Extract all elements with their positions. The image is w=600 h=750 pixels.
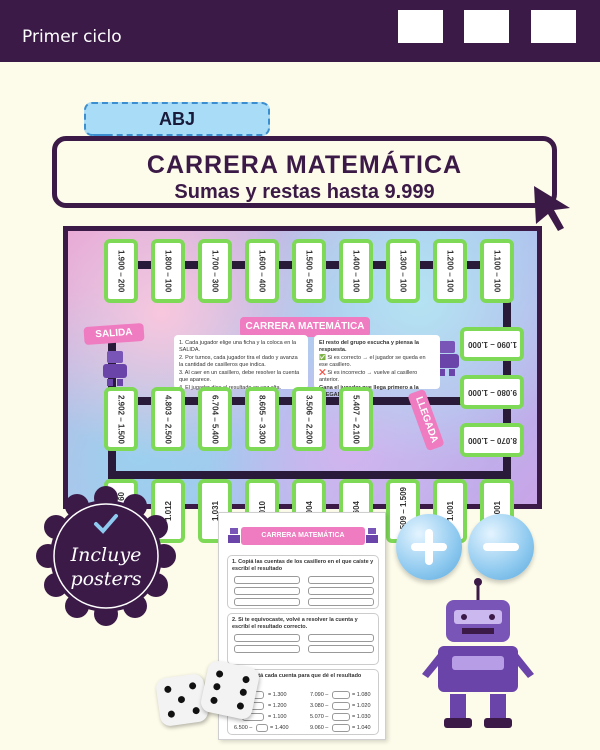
header-box-1 (398, 10, 443, 43)
board-cell: 1.500 – 500 (292, 239, 326, 303)
track-right (503, 261, 511, 479)
game-board: 1.900 – 200 1.800 – 100 1.700 – 300 1.60… (63, 226, 542, 543)
badge-line1: Incluye (70, 544, 142, 566)
header-box-3 (531, 10, 576, 43)
badge-line2: posters (70, 568, 142, 590)
title-window: CARRERA MATEMÁTICA Sumas y restas hasta … (52, 136, 557, 208)
top-bar: Primer ciclo (0, 0, 600, 62)
worksheet: CARRERA MATEMÁTICA 1. Copiá las cuentas … (218, 512, 386, 740)
cursor-arrow-icon (534, 186, 570, 231)
robot-icon (422, 578, 534, 728)
scalloped-circle-icon (36, 486, 176, 626)
header-box-2 (464, 10, 509, 43)
board-cell: 1.900 – 200 (104, 239, 138, 303)
robot-icon (103, 351, 127, 386)
plus-icon (396, 514, 462, 580)
start-label: SALIDA (83, 322, 145, 346)
question-1: 1. Copiá las cuentas de los casillero en… (227, 555, 379, 609)
cycle-label: Primer ciclo (22, 27, 122, 47)
robot-icon (366, 528, 378, 543)
question-2: 2. Si te equivocaste, volvé a resolver l… (227, 613, 379, 665)
board-cell: 1.100 – 100 (480, 239, 514, 303)
board-cell: 8.605 – 3.300 (245, 387, 279, 451)
page-subtitle: Sumas y restas hasta 9.999 (174, 181, 435, 203)
includes-posters-badge: Incluye posters (36, 486, 176, 626)
robot-icon (228, 528, 240, 543)
board-cell: 1.600 – 400 (245, 239, 279, 303)
board-cell: 1.031 (198, 479, 232, 543)
instructions-right: El resto del grupo escucha y piensa la r… (314, 335, 440, 398)
board-banner: CARRERA MATEMÁTICA (240, 317, 370, 337)
board-cell: 3.506 – 2.200 (292, 387, 326, 451)
board-cell: 1.090 – 1.000 (460, 327, 524, 361)
board-cell: 1.800 – 100 (151, 239, 185, 303)
abj-tag: ABJ (84, 102, 270, 136)
board-cell: 4.803 – 2.500 (151, 387, 185, 451)
dice-icon (199, 659, 261, 721)
instructions-left: 1. Cada jugador elige una ficha y la col… (174, 335, 308, 391)
track-bottom (108, 471, 508, 479)
worksheet-banner: CARRERA MATEMÁTICA (241, 527, 365, 545)
robot-icon (435, 341, 459, 376)
board-cell: 2.902 – 1.500 (104, 387, 138, 451)
page-title: CARRERA MATEMÁTICA (146, 151, 463, 179)
board-cell: 1.400 – 100 (339, 239, 373, 303)
board-cell: 1.300 – 100 (386, 239, 420, 303)
board-cell: 6.704 – 5.400 (198, 387, 232, 451)
board-cell: 9.080 – 1.000 (460, 375, 524, 409)
board-cell: 1.700 – 300 (198, 239, 232, 303)
board-cell: 1.200 – 100 (433, 239, 467, 303)
board-cell: 5.407 – 2.100 (339, 387, 373, 451)
board-cell: 8.070 – 1.000 (460, 423, 524, 457)
minus-icon (468, 514, 534, 580)
question-3: 3. Completá cada cuenta para que dé el r… (227, 669, 379, 735)
